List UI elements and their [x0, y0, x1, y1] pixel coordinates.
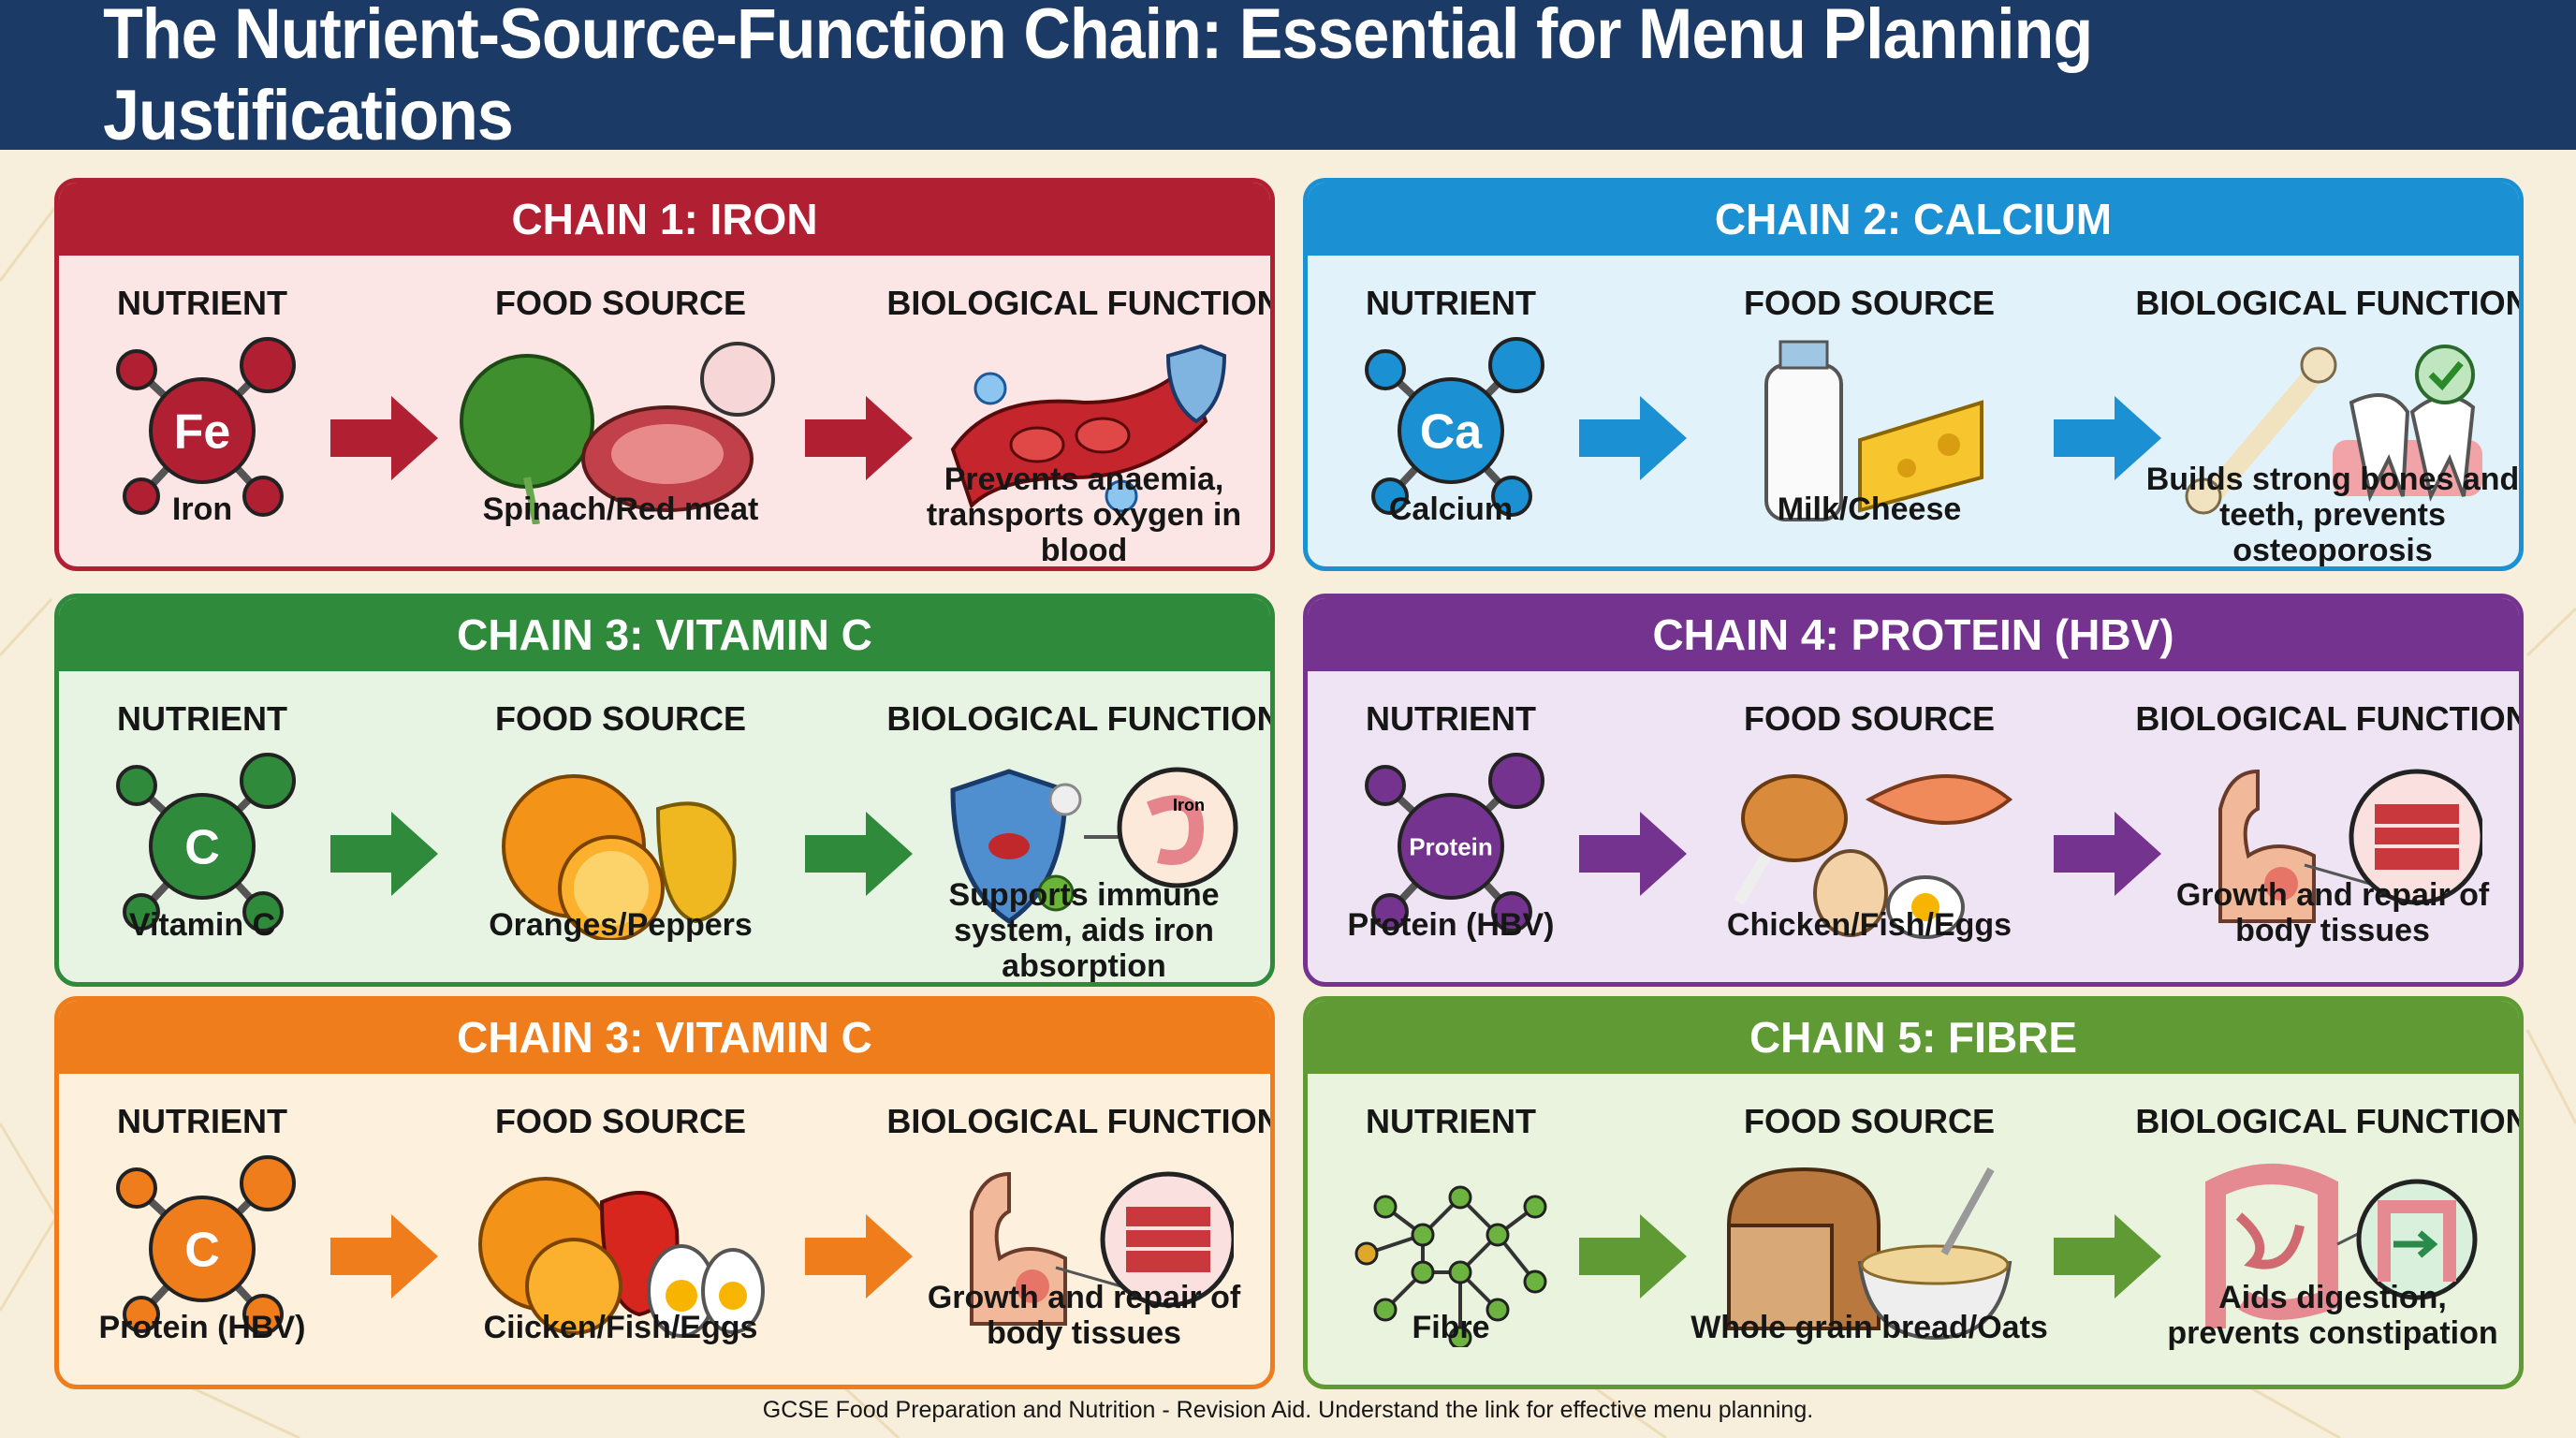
iron-tag: Iron [1173, 796, 1205, 814]
nutrient-heading: NUTRIENT [117, 699, 287, 738]
nutrient-label: Vitamin C [128, 907, 276, 943]
bone-teeth-icon [2136, 337, 2519, 524]
food-source-heading: FOOD SOURCE [494, 284, 746, 322]
chain-title-bar: CHAIN 2: CALCIUM [1308, 183, 2519, 256]
arrow-right-icon [1579, 812, 1691, 901]
chain-title: CHAIN 3: VITAMIN C [457, 610, 872, 659]
chain-title-bar: CHAIN 1: IRON [59, 183, 1270, 256]
food-source-label: Oranges/Peppers [489, 907, 753, 943]
muscle-icon [887, 1155, 1270, 1343]
molecule-icon: Fe [59, 337, 399, 524]
molecule-icon: Ca [1308, 337, 1647, 524]
function-label: Aids digestion, prevents constipation [2167, 1280, 2498, 1351]
molecule-icon: C [59, 753, 399, 940]
function-label: Builds strong bones and teeth, prevents … [2145, 462, 2520, 568]
chain-panel: CHAIN 2: CALCIUM NUTRIENT FOOD SOURCE BI… [1303, 178, 2524, 571]
function-label: Growth and repair of body tissues [927, 1280, 1241, 1351]
chain-title: CHAIN 3: VITAMIN C [457, 1013, 872, 1062]
arrow-right-icon [2054, 812, 2166, 901]
chicken-fish-eggs-icon [1673, 753, 2066, 940]
arrow-right-icon [1579, 396, 1691, 485]
arrow-right-icon [805, 1214, 917, 1303]
nutrient-heading: NUTRIENT [1366, 1102, 1536, 1140]
chain-panel: CHAIN 3: VITAMIN C NUTRIENT FOOD SOURCE … [54, 996, 1275, 1389]
molecule-icon: C [59, 1155, 399, 1343]
intestine-icon [2136, 1155, 2519, 1343]
chain-title-bar: CHAIN 4: PROTEIN (HBV) [1308, 598, 2519, 671]
orange-pepper-eggs-icon [424, 1155, 817, 1343]
nutrient-label: Fibre [1412, 1310, 1490, 1345]
arrow-right-icon [2054, 1214, 2166, 1303]
function-heading: BIOLOGICAL FUNCTION [2135, 1102, 2524, 1140]
food-source-heading: FOOD SOURCE [494, 1102, 746, 1140]
nutrient-label: Calcium [1388, 492, 1514, 527]
function-heading: BIOLOGICAL FUNCTION [886, 284, 1275, 322]
svg-text:Fe: Fe [174, 405, 231, 460]
blood-cells-icon [887, 337, 1270, 524]
food-source-label: Chicken/Fish/Eggs [1726, 907, 2012, 943]
arrow-right-icon [1579, 1214, 1691, 1303]
food-source-label: Spinach/Red meat [482, 492, 759, 527]
bread-oats-icon [1673, 1155, 2066, 1343]
nutrient-label: Protein (HBV) [98, 1310, 306, 1345]
immune-shield-icon: Iron [887, 753, 1270, 940]
function-heading: BIOLOGICAL FUNCTION [2135, 284, 2524, 322]
food-source-heading: FOOD SOURCE [1743, 699, 1995, 738]
food-source-label: Ciicken/Fish/Eggs [483, 1310, 758, 1345]
fibre-network-icon [1308, 1155, 1647, 1347]
chain-panel: CHAIN 3: VITAMIN C NUTRIENT FOOD SOURCE … [54, 594, 1275, 987]
muscle-icon [2136, 753, 2519, 940]
molecule-icon: Protein [1308, 753, 1647, 940]
chain-panel: CHAIN 1: IRON NUTRIENT FOOD SOURCE BIOLO… [54, 178, 1275, 571]
function-heading: BIOLOGICAL FUNCTION [886, 1102, 1275, 1140]
svg-text:C: C [184, 821, 220, 875]
orange-pepper-icon [424, 753, 817, 940]
nutrient-heading: NUTRIENT [1366, 699, 1536, 738]
arrow-right-icon [2054, 396, 2166, 485]
svg-text:Protein: Protein [1409, 832, 1493, 860]
arrow-right-icon [330, 396, 443, 485]
nutrient-label: Protein (HBV) [1347, 907, 1555, 943]
nutrient-heading: NUTRIENT [117, 284, 287, 322]
chain-title: CHAIN 4: PROTEIN (HBV) [1652, 610, 2174, 659]
chain-title-bar: CHAIN 3: VITAMIN C [59, 598, 1270, 671]
chain-panel: CHAIN 5: FIBRE NUTRIENT FOOD SOURCE BIOL… [1303, 996, 2524, 1389]
nutrient-heading: NUTRIENT [117, 1102, 287, 1140]
food-source-label: Whole grain bread/Oats [1690, 1310, 2048, 1345]
function-label: Growth and repair of body tissues [2175, 877, 2490, 948]
chain-title-bar: CHAIN 5: FIBRE [1308, 1001, 2519, 1074]
function-label: Supports immune system, aids iron absorp… [948, 877, 1220, 984]
arrow-right-icon [805, 812, 917, 901]
svg-text:Ca: Ca [1420, 405, 1484, 460]
arrow-right-icon [330, 812, 443, 901]
milk-cheese-icon [1673, 337, 2066, 524]
arrow-right-icon [330, 1214, 443, 1303]
food-source-heading: FOOD SOURCE [1743, 1102, 1995, 1140]
nutrient-label: Iron [171, 492, 233, 527]
food-source-heading: FOOD SOURCE [1743, 284, 1995, 322]
chain-title-bar: CHAIN 3: VITAMIN C [59, 1001, 1270, 1074]
food-source-label: Milk/Cheese [1777, 492, 1962, 527]
function-heading: BIOLOGICAL FUNCTION [2135, 699, 2524, 738]
page-title: The Nutrient-Source-Function Chain: Esse… [103, 0, 2093, 155]
chain-panel: CHAIN 4: PROTEIN (HBV) NUTRIENT FOOD SOU… [1303, 594, 2524, 987]
function-label: Prevents anaemia, transports oxygen in b… [926, 462, 1242, 568]
chain-title: CHAIN 1: IRON [511, 195, 818, 243]
chain-title: CHAIN 2: CALCIUM [1714, 195, 2113, 243]
nutrient-heading: NUTRIENT [1366, 284, 1536, 322]
chain-title: CHAIN 5: FIBRE [1749, 1013, 2078, 1062]
svg-text:C: C [184, 1224, 220, 1278]
footer-note: GCSE Food Preparation and Nutrition - Re… [762, 1397, 1814, 1423]
food-source-heading: FOOD SOURCE [494, 699, 746, 738]
title-bar: The Nutrient-Source-Function Chain: Esse… [0, 0, 2576, 155]
arrow-right-icon [805, 396, 917, 485]
spinach-steak-icon [424, 337, 817, 524]
function-heading: BIOLOGICAL FUNCTION [886, 699, 1275, 738]
